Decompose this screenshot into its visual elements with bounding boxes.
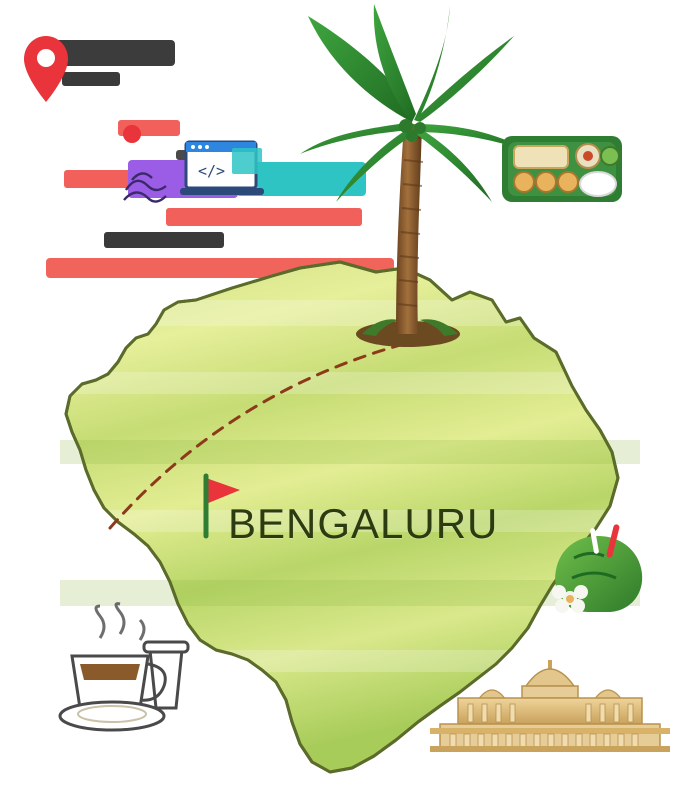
svg-text:</>: </> — [198, 162, 225, 180]
filter-coffee-icon — [58, 602, 190, 732]
vidhana-soudha-icon — [430, 660, 670, 752]
map-pin-icon — [24, 36, 68, 102]
route-dashed-line — [108, 342, 406, 530]
flower-icon — [552, 585, 588, 613]
swirl-icon — [123, 172, 167, 203]
city-label: BENGALURU — [228, 500, 499, 547]
sweets-box-icon — [502, 136, 622, 202]
palm-tree-icon — [300, 4, 530, 347]
coconut-drink-icon — [552, 524, 643, 613]
laptop-code-icon: </> — [180, 140, 264, 195]
location-flag-icon — [203, 473, 240, 539]
